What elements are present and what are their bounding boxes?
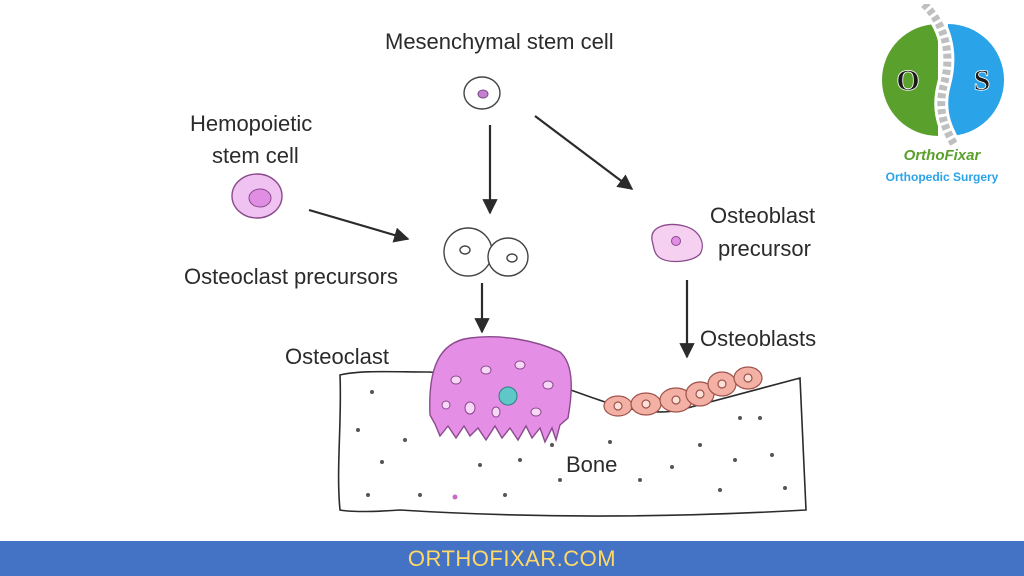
logo-emblem: O S OrthoFixar Orthopedic Surgery bbox=[882, 0, 1004, 184]
label-bone: Bone bbox=[566, 452, 618, 477]
label-osteoblasts: Osteoblasts bbox=[700, 326, 817, 351]
arrow-hsc-to-osteoclast-precursors bbox=[308, 208, 410, 243]
logo-letter-left: O bbox=[896, 64, 919, 97]
pathway-arrows bbox=[308, 115, 695, 359]
footer-bar: ORTHOFIXAR.COM bbox=[0, 541, 1024, 576]
label-osteoclast: Osteoclast bbox=[285, 344, 389, 369]
label-hemopoietic-line2: stem cell bbox=[212, 143, 299, 168]
bone-lacunae bbox=[356, 390, 787, 500]
label-osteoblast-precursor-line1: Osteoblast bbox=[710, 203, 816, 228]
arrow-msc-to-osteoblast-precursor bbox=[534, 115, 634, 190]
label-osteoblast-precursor-line2: precursor bbox=[718, 236, 811, 261]
footer-site-link[interactable]: ORTHOFIXAR.COM bbox=[407, 546, 617, 571]
osteoclast-cell bbox=[429, 336, 572, 444]
orthofixar-logo: O S OrthoFixar Orthopedic Surgery bbox=[872, 0, 1016, 192]
hemopoietic-stem-cell bbox=[231, 173, 283, 219]
osteoblast-cells bbox=[603, 366, 763, 417]
osteoclast-precursor-cells bbox=[443, 227, 529, 277]
label-mesenchymal-stem-cell: Mesenchymal stem cell bbox=[385, 29, 614, 54]
label-hemopoietic-line1: Hemopoietic bbox=[190, 111, 313, 136]
logo-tagline: Orthopedic Surgery bbox=[886, 170, 999, 184]
logo-letter-right: S bbox=[974, 64, 991, 97]
label-osteoclast-precursors: Osteoclast precursors bbox=[184, 264, 398, 289]
logo-name: OrthoFixar bbox=[904, 147, 982, 164]
bone-matrix bbox=[337, 370, 807, 517]
osteoblast-precursor-cell bbox=[651, 223, 703, 263]
mesenchymal-stem-cell bbox=[463, 76, 501, 110]
